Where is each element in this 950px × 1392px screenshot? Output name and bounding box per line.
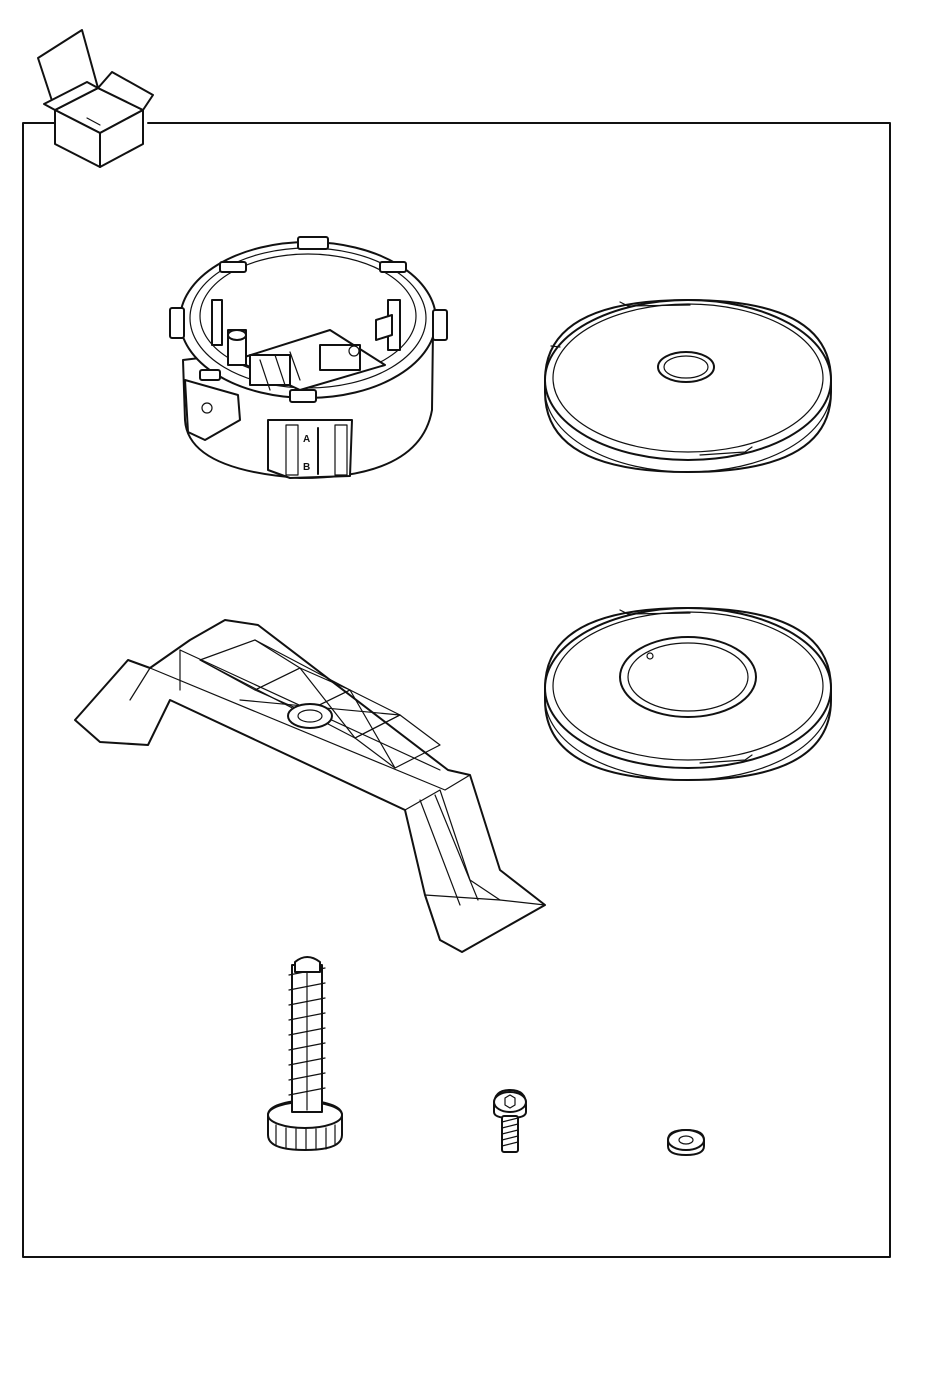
wall-plug-screw: [268, 957, 342, 1150]
mounting-bracket: [75, 620, 545, 952]
mounting-housing: A B: [170, 237, 447, 478]
cover-plate-large-hole: [545, 608, 831, 780]
cover-plate-small-hole: [545, 300, 831, 472]
washer: [668, 1130, 704, 1155]
slot-mark-b: B: [303, 462, 310, 473]
slot-mark-a: A: [303, 434, 310, 445]
open-box-icon: [38, 30, 153, 167]
torx-screw: [494, 1090, 526, 1152]
